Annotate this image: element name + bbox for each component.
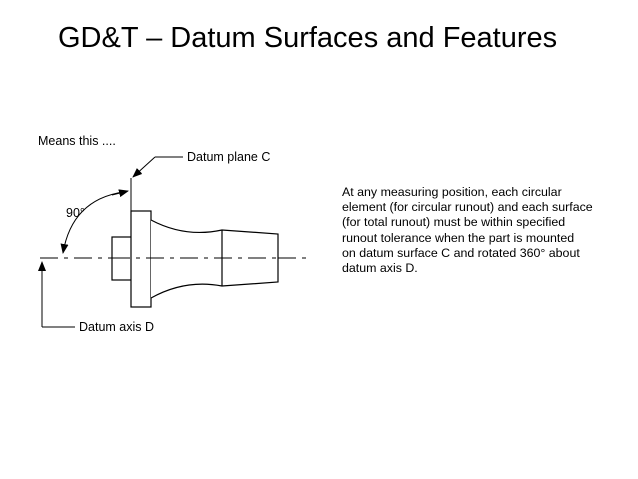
angle-label: 90°: [66, 206, 85, 220]
description-line: runout tolerance when the part is mounte…: [342, 230, 575, 245]
part-body: [150, 219, 279, 299]
means-this-label: Means this ....: [38, 134, 116, 148]
description-line: (for total runout) must be within specif…: [342, 215, 566, 230]
slide-title: GD&T – Datum Surfaces and Features: [58, 22, 558, 54]
angle-arc: [60, 191, 124, 254]
description-line: element (for circular runout) and each s…: [342, 200, 593, 215]
datum-axis-label: Datum axis D: [79, 320, 154, 334]
angle-arc-start-arrow: [111, 189, 129, 198]
description-line: At any measuring position, each circular: [342, 185, 562, 199]
flange: [130, 210, 152, 308]
description-line: on datum surface C and rotated 360° abou…: [342, 245, 580, 260]
datum-plane-label: Datum plane C: [187, 150, 270, 164]
description-line: datum axis D.: [342, 261, 418, 276]
runout-description: At any measuring position, each circular…: [342, 185, 632, 276]
datum-plane-leader-arrow: [132, 156, 156, 178]
